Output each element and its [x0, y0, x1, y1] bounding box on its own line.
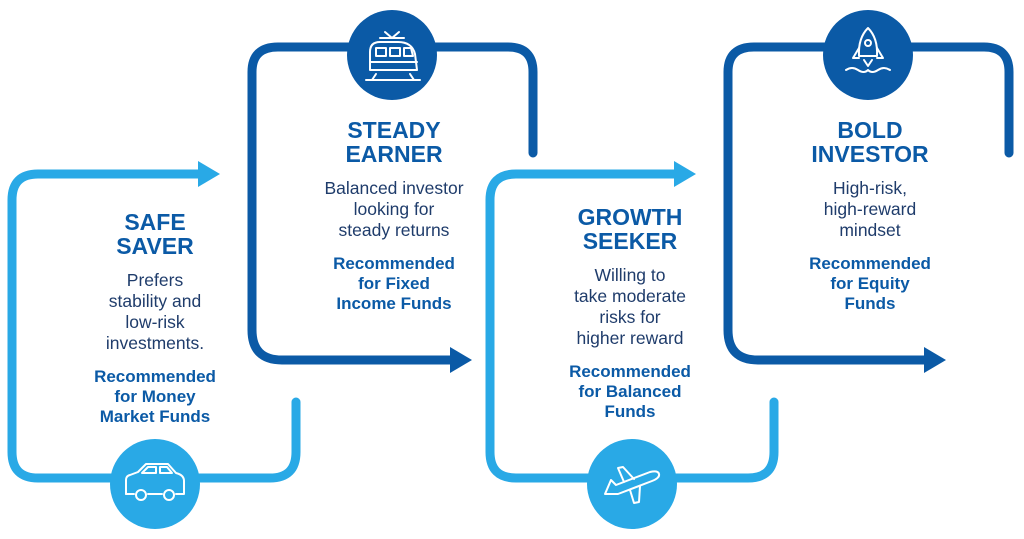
rocket-icon [823, 10, 913, 100]
steady-earner-frame [247, 42, 538, 365]
growth-seeker-arrowhead [674, 161, 696, 187]
bold-investor-recommendation: Recommended for Equity Funds [809, 254, 931, 313]
steady-earner-arrowhead [450, 347, 472, 373]
bold-investor-title: BOLD INVESTOR [811, 117, 929, 167]
steady-earner-recommendation: Recommended for Fixed Income Funds [333, 254, 455, 313]
bold-investor-card: BOLD INVESTOR High-risk, high-reward min… [770, 118, 970, 314]
safe-saver-arrowhead [198, 161, 220, 187]
safe-saver-recommendation: Recommended for Money Market Funds [94, 367, 216, 426]
growth-seeker-frame [485, 169, 779, 483]
growth-seeker-card: GROWTH SEEKER Willing to take moderate r… [532, 205, 728, 422]
safe-saver-title: SAFE SAVER [116, 209, 194, 259]
car-icon [110, 439, 200, 529]
growth-seeker-recommendation: Recommended for Balanced Funds [569, 362, 691, 421]
steady-earner-title: STEADY EARNER [345, 117, 443, 167]
growth-seeker-title: GROWTH SEEKER [577, 204, 683, 254]
bold-investor-description: High-risk, high-reward mindset [823, 178, 917, 240]
growth-seeker-description: Willing to take moderate risks for highe… [574, 265, 686, 348]
bold-investor-frame [723, 42, 1014, 365]
steady-earner-description: Balanced investor looking for steady ret… [324, 178, 464, 240]
safe-saver-description: Prefers stability and low-risk investmen… [105, 270, 205, 353]
safe-saver-frame [7, 169, 301, 483]
airplane-icon [587, 439, 677, 529]
steady-earner-card: STEADY EARNER Balanced investor looking … [284, 118, 504, 314]
train-icon [347, 10, 437, 100]
safe-saver-card: SAFE SAVER Prefers stability and low-ris… [60, 210, 250, 427]
bold-investor-arrowhead [924, 347, 946, 373]
